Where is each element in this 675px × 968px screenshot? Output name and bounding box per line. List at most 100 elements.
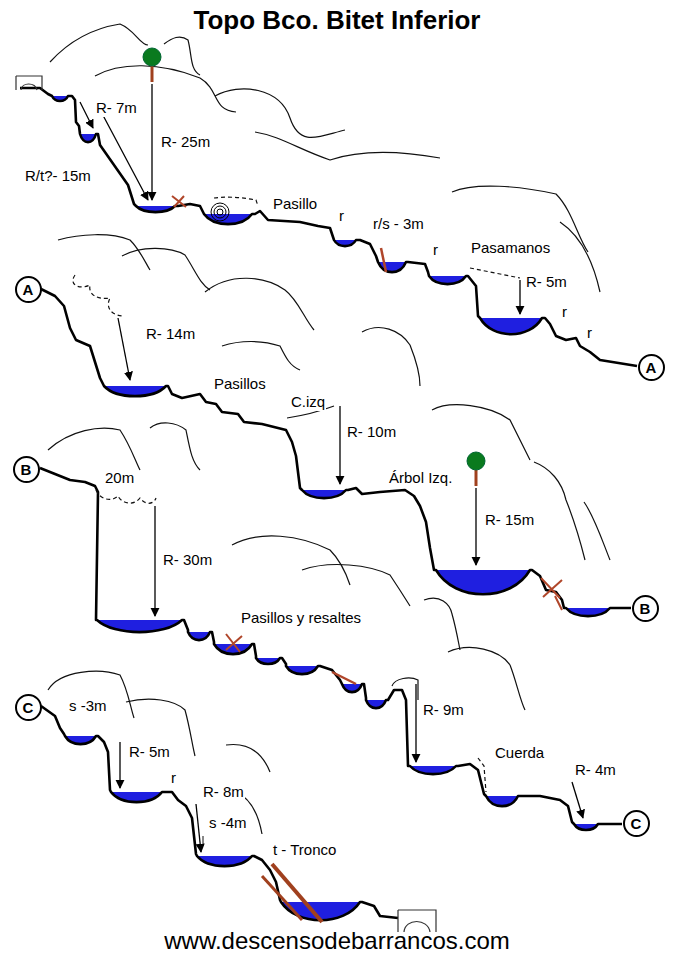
rappel-arrow bbox=[196, 804, 201, 852]
rappel-arrow bbox=[151, 84, 152, 200]
tree-trunk bbox=[475, 470, 478, 486]
cliff-outline bbox=[215, 89, 345, 138]
rappel-arrow bbox=[119, 742, 120, 788]
bridge-icon bbox=[16, 76, 42, 90]
rappel-arrow bbox=[475, 488, 476, 565]
log-mark bbox=[226, 634, 242, 652]
cliff-outline bbox=[205, 278, 314, 330]
cliff-outline bbox=[302, 565, 410, 606]
cliff-outline bbox=[448, 648, 525, 710]
rock-arch bbox=[392, 678, 418, 700]
rappel-arrow bbox=[572, 782, 583, 818]
pitch-label: t - Tronco bbox=[272, 842, 337, 859]
handline bbox=[470, 268, 520, 278]
cliff-outline bbox=[150, 423, 200, 470]
connector-circle: B bbox=[632, 595, 659, 622]
anchor-mark bbox=[172, 196, 186, 207]
connector-circle: A bbox=[15, 276, 42, 303]
cliff-outline bbox=[362, 328, 420, 386]
pitch-label: R/t?- 15m bbox=[24, 168, 92, 185]
pitch-label: 20m bbox=[104, 470, 135, 487]
cliff-outline bbox=[226, 744, 270, 772]
pitch-label: R- 5m bbox=[525, 274, 568, 291]
cliff-outline bbox=[424, 598, 460, 650]
connector-circle: B bbox=[13, 456, 40, 483]
connector-letter: A bbox=[646, 360, 657, 375]
cliff-outline bbox=[534, 462, 585, 560]
water-pool bbox=[480, 318, 542, 334]
spiral-symbol bbox=[217, 209, 223, 215]
connector-letter: B bbox=[640, 601, 651, 616]
cliff-outline bbox=[58, 235, 150, 270]
connector-circle: C bbox=[15, 694, 42, 721]
cliff-outline bbox=[48, 671, 134, 718]
tree-crown bbox=[143, 48, 161, 66]
rappel-arrow bbox=[519, 280, 520, 314]
connector-circle: C bbox=[623, 810, 650, 837]
anchor-mark bbox=[381, 248, 386, 272]
rappel-arrow bbox=[339, 406, 340, 484]
connector-letter: A bbox=[23, 282, 34, 297]
log-trunk bbox=[262, 876, 302, 920]
tree-crown bbox=[467, 452, 485, 470]
website-watermark: www.descensodebarrancos.com bbox=[163, 928, 511, 954]
rappel-arrow bbox=[415, 684, 416, 762]
water-pool bbox=[436, 570, 530, 594]
log-mark bbox=[541, 578, 562, 610]
pitch-label: R- 8m bbox=[202, 784, 245, 801]
pitch-label: C.izq bbox=[290, 394, 326, 411]
pitch-label: R- 30m bbox=[162, 552, 213, 569]
canyon-floor bbox=[41, 289, 631, 616]
pitch-label: R- 4m bbox=[574, 762, 617, 779]
canyon-floor bbox=[40, 468, 622, 830]
rappel-arrow bbox=[154, 506, 155, 616]
tick-line bbox=[203, 836, 204, 846]
connector-letter: C bbox=[23, 700, 34, 715]
rappel-arrow bbox=[97, 104, 148, 200]
title: Topo Bco. Bitet Inferior bbox=[194, 6, 481, 36]
cliff-outline bbox=[584, 502, 610, 560]
log-mark bbox=[332, 672, 356, 684]
rappel-arrow bbox=[118, 318, 130, 380]
rappel-arrow bbox=[80, 102, 93, 128]
pitch-label: r bbox=[561, 304, 568, 321]
pitch-label: r bbox=[586, 325, 593, 342]
cliff-outline bbox=[432, 405, 530, 460]
pitch-label: r/s - 3m bbox=[372, 216, 425, 233]
dashed-outline bbox=[73, 275, 124, 316]
connector-letter: C bbox=[631, 816, 642, 831]
pitch-label: r bbox=[432, 242, 439, 259]
spiral-symbol bbox=[214, 206, 226, 218]
dashed-outline bbox=[96, 490, 156, 503]
cliff-outline bbox=[222, 342, 300, 371]
pitch-label: Pasillos y resaltes bbox=[240, 610, 362, 627]
pitch-label: r bbox=[338, 208, 345, 225]
cliff-outline bbox=[255, 132, 440, 160]
pitch-label: R- 5m bbox=[128, 744, 171, 761]
spiral-symbol bbox=[211, 203, 229, 221]
cliff-outline bbox=[48, 428, 140, 470]
pitch-label: Pasillo bbox=[272, 196, 318, 213]
pitch-label: Árbol Izq. bbox=[388, 470, 453, 487]
pitch-label: s -4m bbox=[208, 815, 248, 832]
canyon-floor bbox=[41, 706, 398, 920]
connector-letter: B bbox=[21, 462, 32, 477]
cliff-outline bbox=[122, 248, 210, 290]
cliff-outline bbox=[50, 24, 148, 62]
pitch-label: R- 25m bbox=[160, 134, 211, 151]
canyon-floor bbox=[20, 88, 637, 366]
pitch-label: s -3m bbox=[68, 698, 108, 715]
pitch-label: R- 9m bbox=[422, 702, 465, 719]
pitch-label: Pasillos bbox=[213, 376, 267, 393]
tree-trunk bbox=[151, 66, 154, 82]
pitch-label: R- 7m bbox=[95, 100, 138, 117]
pitch-label: R- 10m bbox=[346, 424, 397, 441]
cliff-outline bbox=[232, 536, 350, 585]
pitch-label: Cuerda bbox=[494, 745, 545, 762]
rope-line bbox=[478, 758, 486, 792]
pitch-label: R- 15m bbox=[484, 512, 535, 529]
dashed-passage bbox=[214, 197, 258, 206]
pitch-label: R- 14m bbox=[145, 326, 196, 343]
